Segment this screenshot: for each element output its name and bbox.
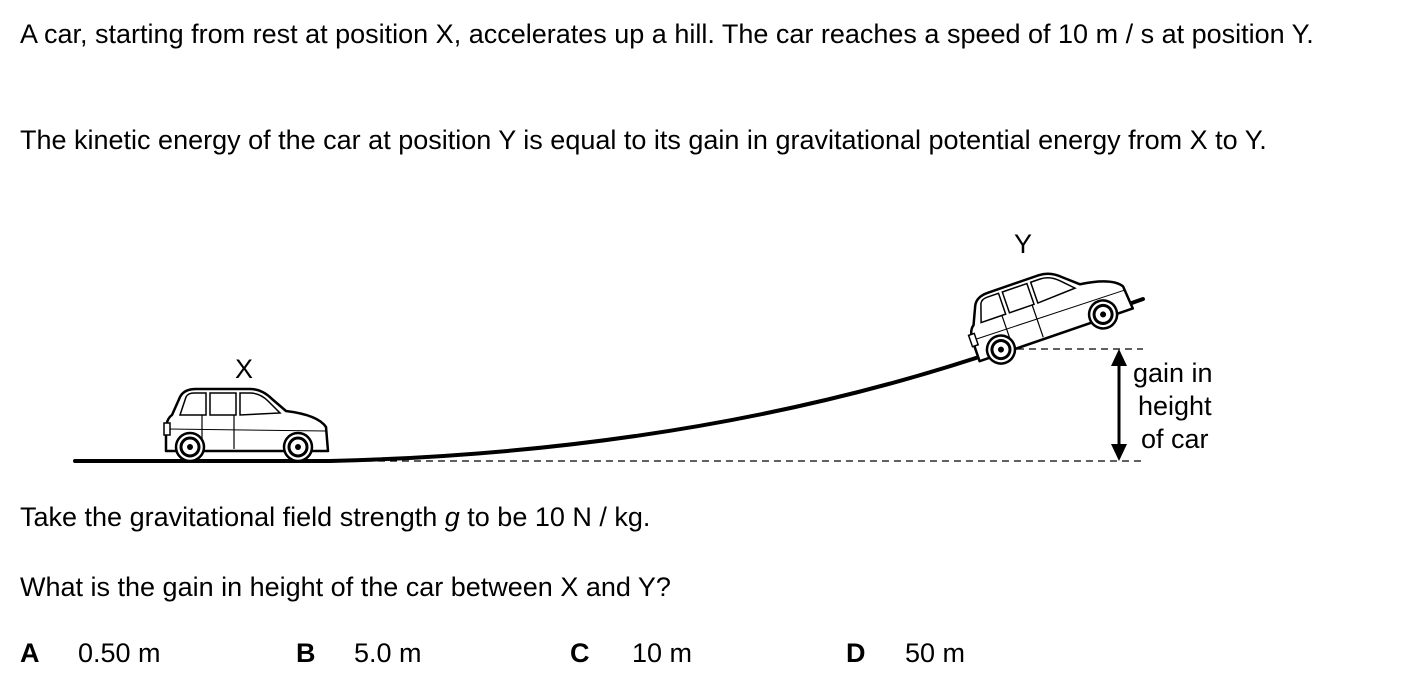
given-g-text-after: to be 10 N / kg. xyxy=(459,502,651,532)
option-a-value[interactable]: 0.50 m xyxy=(78,638,161,668)
height-arrow xyxy=(1111,349,1127,461)
option-c-value[interactable]: 10 m xyxy=(632,638,693,668)
option-a-letter[interactable]: A xyxy=(20,638,40,668)
height-label-line-3: of car xyxy=(1141,424,1209,454)
given-g-text-before: Take the gravitational field strength xyxy=(20,502,445,532)
question-paragraph-2: The kinetic energy of the car at positio… xyxy=(20,125,1267,155)
question-prompt: What is the gain in height of the car be… xyxy=(20,572,671,602)
option-b-letter[interactable]: B xyxy=(296,638,316,668)
given-g-symbol: g xyxy=(444,502,460,532)
height-label-line-1: gain in xyxy=(1133,358,1213,388)
option-b-value[interactable]: 5.0 m xyxy=(354,638,422,668)
question-paragraph-3: Take the gravitational field strength g … xyxy=(20,500,1370,535)
label-position-x: X xyxy=(235,354,253,384)
option-d-letter[interactable]: D xyxy=(846,638,866,668)
height-label-line-2: height xyxy=(1138,391,1212,421)
option-c-letter[interactable]: C xyxy=(570,638,590,668)
question-paragraph-1: A car, starting from rest at position X,… xyxy=(20,19,1314,49)
car-icon-position-y xyxy=(967,272,1135,365)
car-icon-position-x xyxy=(163,387,330,463)
hill-road xyxy=(73,297,1145,463)
label-position-y: Y xyxy=(1014,229,1032,259)
option-d-value[interactable]: 50 m xyxy=(905,638,966,668)
